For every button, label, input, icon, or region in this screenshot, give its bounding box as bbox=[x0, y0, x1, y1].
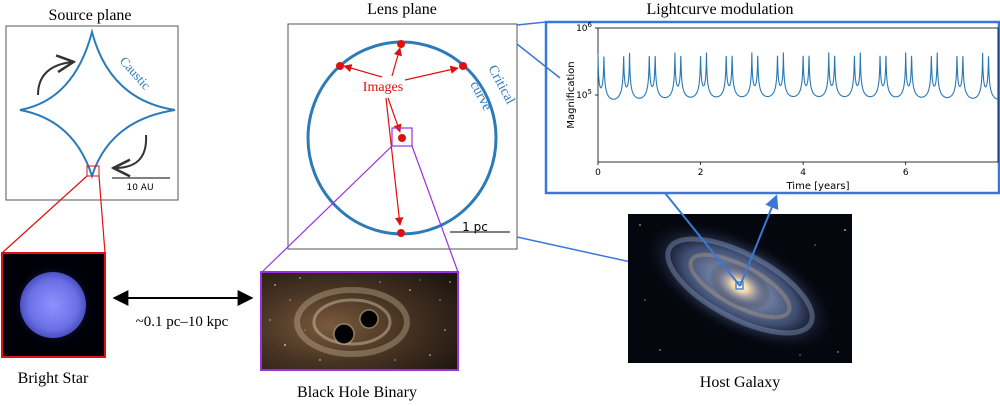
source-plane-panel: Source plane Caustic 10 AU bbox=[5, 7, 179, 201]
x-axis-label: Time [years] bbox=[786, 181, 850, 192]
bright-star-panel: Bright Star bbox=[1, 252, 106, 387]
magnification-curve bbox=[597, 52, 999, 100]
x-tick-label: 6 bbox=[903, 168, 909, 178]
star-disk bbox=[20, 272, 86, 338]
galaxy-lens-marker bbox=[735, 281, 744, 290]
image-arrow bbox=[385, 97, 404, 226]
image-arrow bbox=[343, 64, 383, 78]
host-galaxy-panel: Host Galaxy bbox=[628, 214, 852, 391]
black-hole-frame bbox=[260, 271, 459, 371]
bh-zoom-line bbox=[261, 145, 393, 273]
galaxy-lightcurve-link bbox=[664, 192, 741, 287]
galaxy-field-stars bbox=[639, 224, 846, 356]
bh-lensing-ring bbox=[294, 287, 410, 357]
bh-zoom-line bbox=[411, 145, 459, 273]
lightcurve-title: Lightcurve modulation bbox=[646, 1, 793, 18]
source-plane-title: Source plane bbox=[48, 7, 131, 24]
source-zoom-box bbox=[86, 165, 100, 177]
x-tick-label: 4 bbox=[800, 168, 806, 178]
image-dot bbox=[397, 40, 405, 48]
galaxy-lightcurve-arrow bbox=[739, 194, 779, 287]
lens-zoom-box bbox=[391, 127, 413, 147]
galaxy-arm bbox=[665, 236, 815, 336]
host-galaxy-label: Host Galaxy bbox=[700, 374, 780, 391]
black-hole-label: Black Hole Binary bbox=[297, 384, 417, 401]
image-arrow bbox=[404, 65, 459, 81]
lens-scale-label: 1 pc bbox=[462, 220, 488, 234]
black-hole-panel: Black Hole Binary bbox=[260, 271, 459, 401]
star-zoom-line bbox=[98, 175, 106, 254]
bright-star-label: Bright Star bbox=[18, 370, 89, 387]
image-dot bbox=[336, 62, 344, 70]
lens-lightcurve-link bbox=[516, 43, 561, 79]
bh-lensing-ring bbox=[312, 298, 392, 346]
bh-stars bbox=[269, 277, 451, 361]
y-tick-label: 106 bbox=[576, 21, 592, 34]
x-tick-label: 2 bbox=[698, 168, 704, 178]
images-label: Images bbox=[363, 80, 403, 95]
lens-plane-panel: Lens plane Critical curve Images 1 pc bbox=[287, 1, 518, 250]
lens-plane-title: Lens plane bbox=[367, 1, 437, 18]
source-scale-label: 10 AU bbox=[126, 183, 153, 193]
image-arrow bbox=[391, 47, 402, 77]
rotation-arrow-icon bbox=[115, 134, 148, 168]
image-dot bbox=[398, 134, 406, 142]
black-hole-a bbox=[333, 323, 355, 345]
distance-label: ~0.1 pc–10 kpc bbox=[136, 314, 229, 330]
lightcurve-frame bbox=[544, 20, 1000, 195]
y-tick-label: 105 bbox=[576, 88, 592, 101]
y-axis-label: Magnification bbox=[566, 61, 577, 128]
image-dot bbox=[397, 229, 405, 237]
distance-indicator: ~0.1 pc–10 kpc bbox=[112, 290, 254, 330]
star-zoom-line bbox=[1, 175, 88, 254]
x-tick-label: 0 bbox=[595, 168, 601, 178]
black-hole-b bbox=[359, 309, 379, 329]
lens-lightcurve-link bbox=[516, 21, 547, 26]
image-arrow bbox=[387, 97, 402, 133]
rotation-arrow-icon bbox=[37, 62, 72, 96]
image-dot bbox=[459, 62, 467, 70]
